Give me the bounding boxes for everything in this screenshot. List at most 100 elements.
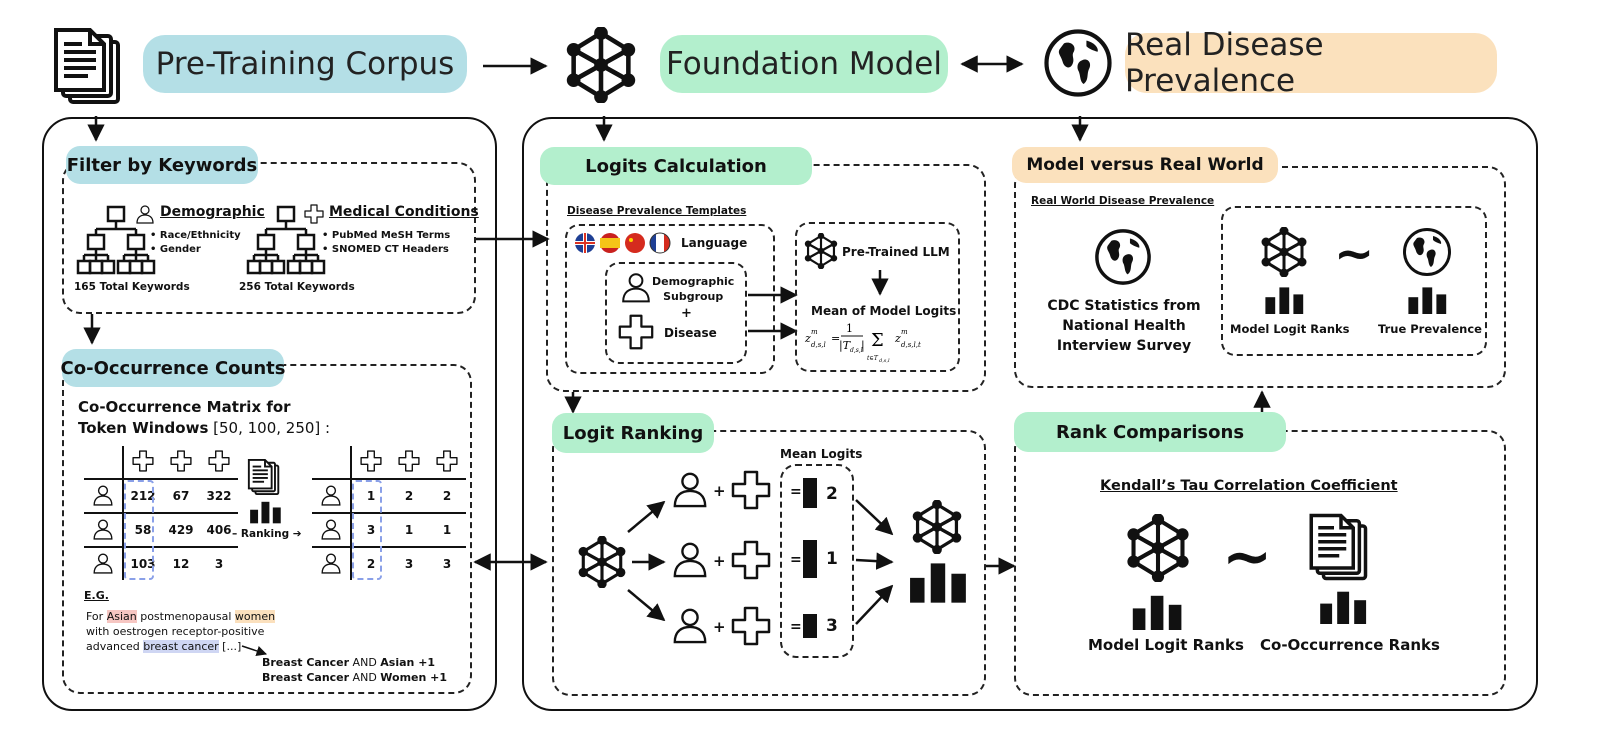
filter-box: [62, 162, 476, 314]
person-icon: [671, 606, 709, 644]
count-cell: 103: [122, 546, 162, 580]
svg-text:z: z: [894, 332, 901, 345]
disease-cross-icon: [731, 540, 771, 580]
result-line2: Breast Cancer AND Women +1: [262, 671, 448, 684]
count-cell: 3: [200, 546, 238, 580]
person-icon: [320, 484, 342, 506]
rank-cell: 2: [390, 478, 428, 513]
count-cell: 429: [162, 512, 200, 547]
count-cell: 58: [122, 512, 162, 547]
example-line2: with oestrogen receptor-positive: [86, 625, 265, 638]
model-ranks-label: Model Logit Ranks: [1230, 322, 1350, 336]
kendall-label: Kendall’s Tau Correlation Coefficient: [1100, 478, 1398, 494]
rank-cell: 3: [390, 546, 428, 580]
person-icon: [620, 271, 652, 303]
example-line3: advanced breast cancer [...]: [86, 640, 242, 653]
filter-title: Filter by Keywords: [66, 146, 258, 184]
person-icon: [320, 518, 342, 540]
template-to-llm-arrows: [748, 286, 798, 340]
demographic-bullet: • Gender: [150, 244, 201, 255]
result-line1: Breast Cancer AND Asian +1: [262, 656, 436, 669]
svg-text:|T: |T: [839, 339, 852, 353]
matrix-title-line1: Co-Occurrence Matrix for: [78, 398, 291, 416]
disease-label: Disease: [664, 326, 717, 340]
svg-text:m: m: [811, 328, 818, 336]
neural-network-icon: [803, 233, 839, 269]
count-cell: 67: [162, 478, 200, 513]
rank-cell: 1: [428, 512, 466, 547]
person-icon: [92, 552, 114, 574]
column-highlight: [124, 480, 154, 580]
example-line1: For Asian postmenopausal women: [86, 610, 276, 623]
foundation-model-label: Foundation Model: [660, 35, 948, 93]
bar-chart-icon: [1264, 286, 1306, 314]
svg-text:z: z: [804, 332, 811, 345]
globe-icon: [1402, 227, 1452, 277]
equals-sign: =: [790, 619, 802, 635]
neural-network-icon: [1259, 227, 1309, 277]
count-cell: 12: [162, 546, 200, 580]
eg-label: E.G.: [84, 589, 109, 602]
person-icon: [92, 518, 114, 540]
model-ranks-label: Model Logit Ranks: [1088, 636, 1244, 654]
matrix-title-line2: Token Windows [50, 100, 250] :: [78, 419, 331, 437]
bar-chart-icon: [249, 500, 283, 524]
medical-total: 256 Total Keywords: [239, 281, 355, 293]
disease-cross-icon: [436, 450, 458, 472]
document-stack-icon: [246, 458, 284, 496]
logit-bar: [803, 614, 817, 638]
rank-cell: 2: [350, 546, 390, 580]
svg-text:=: =: [831, 332, 840, 345]
count-cell: 322: [200, 478, 238, 513]
ranking-label: – Ranking ➔: [232, 528, 302, 540]
disease-cross-icon: [731, 606, 771, 646]
tilde-sign: ~: [1334, 226, 1375, 282]
svg-text:t∈T: t∈T: [867, 355, 879, 362]
logit-rank: 3: [826, 616, 838, 636]
plus-sign: +: [713, 482, 726, 500]
realworld-subtitle: Real World Disease Prevalence: [1031, 195, 1215, 207]
mean-label: Mean of Model Logits: [811, 304, 957, 318]
plus-sign: +: [713, 618, 726, 636]
realworld-title: Model versus Real World: [1012, 147, 1278, 183]
document-stack-icon: [1306, 512, 1376, 582]
svg-text:d,s,l: d,s,l: [850, 347, 863, 354]
pre-training-corpus-label: Pre-Training Corpus: [143, 35, 467, 93]
realworld-inner-box: [1221, 206, 1487, 356]
true-prevalence-label: True Prevalence: [1378, 322, 1482, 336]
ranking-title: Logit Ranking: [552, 413, 714, 453]
svg-text:m: m: [901, 328, 908, 336]
svg-text:d,s,l: d,s,l: [879, 358, 890, 364]
svg-text:1: 1: [846, 322, 853, 335]
bar-chart-icon: [1407, 286, 1449, 314]
logit-rank: 1: [826, 549, 838, 569]
language-label: Language: [681, 236, 748, 250]
medical-bullet: • PubMed MeSH Terms: [322, 230, 451, 241]
templates-label: Disease Prevalence Templates: [567, 205, 747, 217]
plus-sign: +: [713, 552, 726, 570]
plus-sign: +: [681, 306, 692, 321]
column-highlight: [352, 480, 382, 580]
bar-chart-icon: [1318, 590, 1370, 624]
svg-text:Σ: Σ: [871, 330, 884, 351]
demographic-heading: Demographic: [160, 204, 265, 220]
person-icon: [320, 552, 342, 574]
logits-title: Logits Calculation: [540, 147, 812, 185]
logit-bar: [803, 478, 817, 508]
disease-cross-icon: [618, 314, 654, 350]
person-icon: [135, 204, 155, 224]
disease-cross-icon: [170, 450, 192, 472]
llm-box: [795, 222, 960, 372]
language-flags-icon: [575, 232, 671, 254]
demographic-total: 165 Total Keywords: [74, 281, 190, 293]
disease-cross-icon: [731, 470, 771, 510]
subgroup-disease-box: [605, 262, 747, 364]
example-arrow: [241, 645, 267, 656]
equals-sign: =: [790, 484, 802, 500]
ranking-arrows: [627, 499, 894, 625]
globe-icon: [1094, 228, 1152, 286]
rank-cell: 3: [428, 546, 466, 580]
